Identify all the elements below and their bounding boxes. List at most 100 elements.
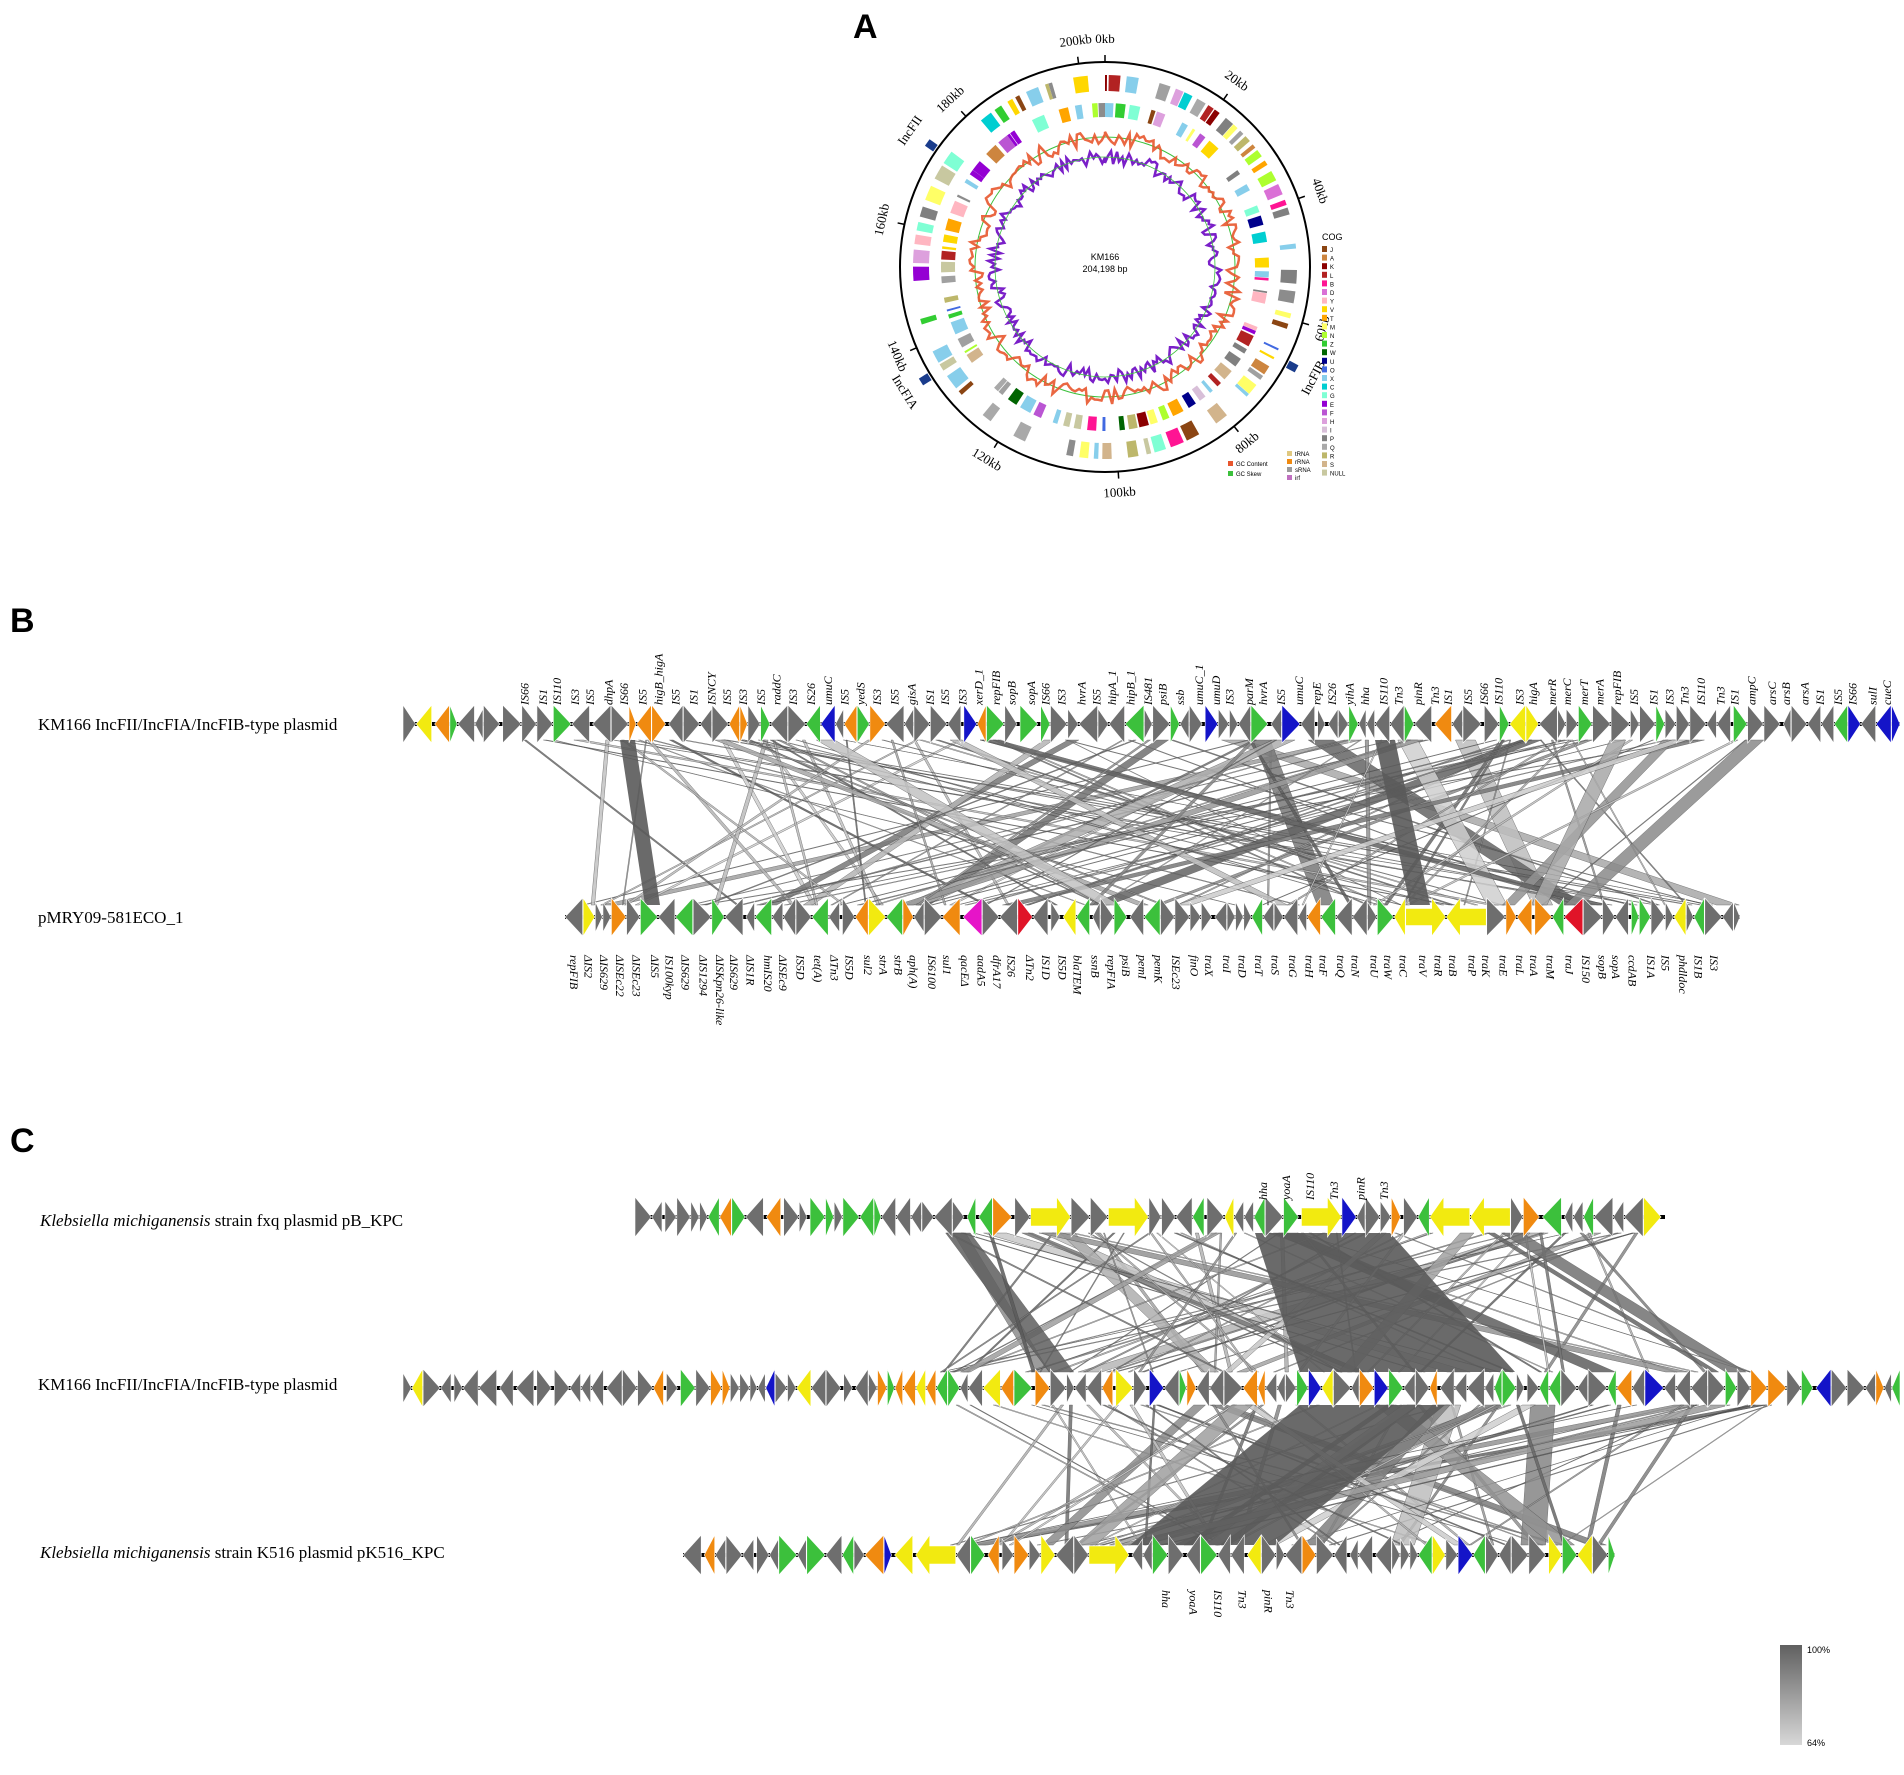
gene-label: Tn3 (1235, 1590, 1249, 1609)
gene-arrow (1253, 1196, 1266, 1238)
homology-link (915, 739, 1152, 906)
gene-arrow (402, 704, 416, 744)
identity-scale-max: 100% (1807, 1645, 1830, 1655)
gene-label: traF (1316, 955, 1330, 977)
identity-scale-bar (1780, 1645, 1802, 1745)
cog-feature (1274, 309, 1292, 319)
cog-legend-code: T (1330, 317, 1334, 323)
gene-arrow (842, 1196, 860, 1238)
cog-legend-code: Z (1330, 343, 1334, 349)
gene-arrow (1445, 1538, 1458, 1572)
gene-arrow (765, 1196, 781, 1238)
gene-arrow (652, 1368, 664, 1408)
gene-label: hha (1358, 687, 1372, 705)
gene-label: umuC (1292, 675, 1306, 705)
gene-arrow (1403, 1371, 1416, 1405)
cog-feature (1247, 366, 1264, 380)
cog-legend-swatch (1322, 383, 1327, 390)
gene-label: IS5 (669, 689, 683, 706)
cog-feature (1126, 440, 1139, 458)
gene-label: IS5D (1056, 954, 1070, 980)
cog-feature (932, 344, 953, 363)
cog-legend-swatch (1322, 297, 1327, 304)
gene-arrow (1523, 1196, 1540, 1238)
cog-feature (1010, 130, 1022, 145)
gene-arrow (1511, 1534, 1529, 1576)
gene-arrow (1451, 707, 1463, 741)
gene-arrow (854, 897, 869, 937)
gene-label: traS (1269, 955, 1283, 975)
gene-arrow (1017, 897, 1033, 937)
cog-feature (1102, 442, 1112, 459)
gene-arrow (1690, 1368, 1708, 1408)
gene-arrow (1380, 1200, 1392, 1234)
cog-feature (1181, 391, 1196, 408)
gene-arrow (1316, 1534, 1334, 1576)
cog-feature (1033, 401, 1047, 418)
homology-link (1059, 1232, 1220, 1373)
cog-legend-code: X (1330, 377, 1334, 383)
gene-label: xerD_1 (972, 669, 986, 706)
gene-arrow (1375, 1534, 1392, 1576)
gene-arrow (1572, 1199, 1584, 1235)
gene-arrow (1616, 1368, 1632, 1408)
gene-label: phdldoc (1676, 954, 1690, 994)
gene-arrow (1124, 704, 1145, 744)
gene-arrow (1469, 1196, 1511, 1238)
tick-mark (1076, 56, 1080, 64)
gene-arrow (1327, 707, 1339, 741)
gene-arrow (1847, 703, 1861, 745)
cog-feature (1105, 103, 1114, 118)
cog-legend-code: U (1330, 360, 1334, 366)
c-homology-links (939, 1232, 1773, 1546)
gene-arrow (721, 1368, 731, 1408)
gene-arrow (873, 1196, 882, 1238)
gene-label: IS5 (583, 689, 597, 706)
cog-legend-swatch (1322, 443, 1327, 450)
cog-legend-swatch (1322, 280, 1327, 287)
gene-arrow (810, 1368, 827, 1408)
gene-arrow (1786, 1368, 1802, 1408)
gene-arrow (1377, 897, 1395, 937)
gene-label: dfrA17 (990, 955, 1004, 989)
tick-label: 120kb (969, 444, 1005, 474)
gene-label: cueC (1880, 679, 1894, 705)
gene-arrow (1434, 704, 1452, 744)
gene-arrow (968, 1368, 983, 1408)
gene-arrow (1235, 901, 1244, 933)
gene-label: parM (1242, 677, 1256, 706)
tick-label: 0kb (1095, 31, 1115, 46)
cog-feature (1201, 380, 1213, 393)
gene-arrow (483, 704, 501, 744)
cog-feature (1127, 104, 1141, 121)
cog-legend-swatch (1322, 349, 1327, 356)
gene-arrow (1238, 703, 1251, 745)
gene-arrow (474, 708, 484, 740)
gene-label: pemI (1136, 954, 1150, 980)
cog-feature (1073, 414, 1083, 430)
gene-label: merC (1560, 677, 1574, 705)
cog-feature (919, 206, 938, 221)
gene-arrow (963, 704, 978, 744)
cog-feature (972, 161, 991, 179)
gene-arrow (1612, 1199, 1624, 1235)
cog-feature (1146, 408, 1158, 425)
cog-feature (1247, 215, 1264, 229)
gene-arrow (1526, 1371, 1540, 1405)
gene-label: IS3 (1663, 689, 1677, 706)
gene-arrow (1175, 1196, 1193, 1238)
cog-feature (1114, 103, 1126, 119)
gene-label: IS5 (1461, 689, 1475, 706)
track-legend-swatch (1287, 475, 1292, 480)
replicon-label: IncFII (894, 113, 925, 148)
gene-arrow (1265, 1196, 1284, 1238)
gene-label: ΔIS1R (743, 954, 757, 986)
gene-arrow (1217, 1533, 1231, 1577)
gene-arrow (1583, 1196, 1594, 1238)
cog-feature (1271, 319, 1289, 329)
cog-feature (941, 261, 956, 273)
cog-feature (1232, 342, 1247, 354)
gene-arrow (1750, 1368, 1768, 1408)
tick-mark (1302, 322, 1310, 326)
